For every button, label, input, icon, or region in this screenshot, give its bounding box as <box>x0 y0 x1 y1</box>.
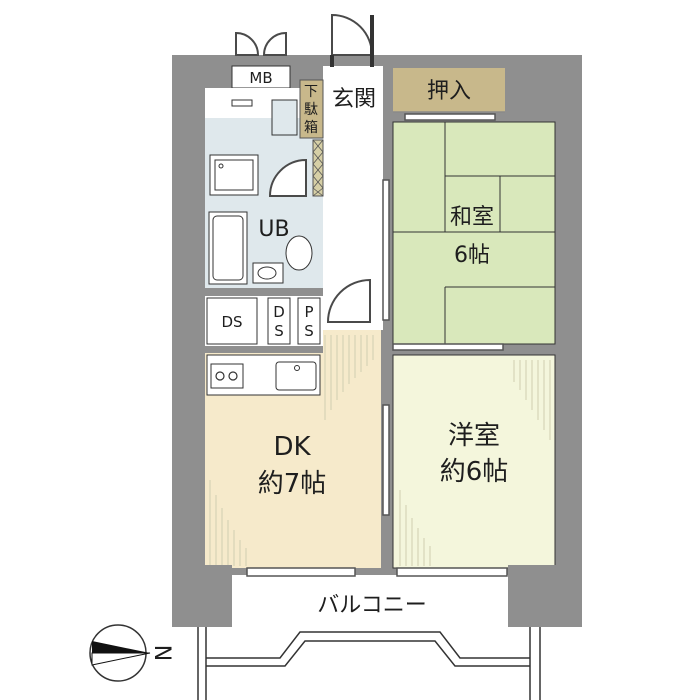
shoe-box-label-1: 下 <box>304 84 318 100</box>
dk-name: DK <box>273 432 311 462</box>
balcony-floor <box>232 575 508 627</box>
lattice-strip <box>312 139 324 197</box>
ub-label: UB <box>258 217 289 242</box>
ps-small-label-2: S <box>304 322 314 340</box>
entrance-door <box>330 13 374 67</box>
mb-label: MB <box>249 69 272 87</box>
washitsu-size: 6帖 <box>454 243 490 268</box>
mb-inner <box>231 99 253 107</box>
balcony-label: バルコニー <box>317 593 427 618</box>
compass-arrow-icon <box>92 641 150 653</box>
mb-doors <box>235 31 287 56</box>
tatami-lines <box>393 122 555 344</box>
washbasin-drain <box>218 163 224 169</box>
shoe-box-label-2: 駄 <box>304 102 318 118</box>
burner-right <box>228 371 238 381</box>
kitchen-sink <box>275 361 317 391</box>
compass-label: N <box>149 645 174 661</box>
dk-light-hatch <box>209 335 374 566</box>
shoe-box-label-3: 箱 <box>304 120 318 136</box>
dk-size: 約7帖 <box>258 469 327 499</box>
oshiire-label: 押入 <box>427 79 471 104</box>
stove <box>210 363 244 389</box>
bathtub-inner <box>212 215 244 281</box>
ds-small-label-2: S <box>274 322 284 340</box>
washitsu-floor <box>392 121 556 345</box>
oshiire-floor <box>393 68 505 112</box>
washbasin-bowl <box>214 159 254 191</box>
balcony-wall-left <box>172 565 232 627</box>
youshitsu-size: 約6帖 <box>440 457 509 487</box>
youshitsu-name: 洋室 <box>448 421 500 451</box>
washroom-door <box>268 158 307 197</box>
ds-small-box <box>267 297 291 345</box>
lattice-pattern <box>312 139 324 197</box>
dk-door <box>326 278 371 323</box>
balcony-wall-right <box>508 565 582 627</box>
balcony-railing <box>197 627 541 700</box>
bath-sink-bowl <box>257 266 277 280</box>
ps-small-label-1: P <box>304 303 313 321</box>
ds-small-label-1: D <box>273 303 285 321</box>
wall-panel <box>271 99 298 136</box>
ds-large-box <box>206 297 258 345</box>
shoe-box <box>299 79 324 139</box>
compass: N <box>89 624 174 682</box>
youshitsu-light-hatch <box>399 360 551 566</box>
sink-drain <box>294 365 300 371</box>
burner-left <box>215 371 225 381</box>
compass-arrow-tail <box>91 652 151 666</box>
balcony-windows <box>246 567 508 577</box>
youshitsu-floor <box>392 354 556 569</box>
entrance-label: 玄関 <box>332 87 376 112</box>
ps-small-box <box>297 297 321 345</box>
entrance-floor <box>323 66 383 118</box>
washitsu-name: 和室 <box>450 205 494 230</box>
sliding-doors <box>382 113 504 516</box>
toilet <box>285 235 313 271</box>
ds-large-label: DS <box>221 313 242 331</box>
dk-hall-floor <box>323 330 381 353</box>
